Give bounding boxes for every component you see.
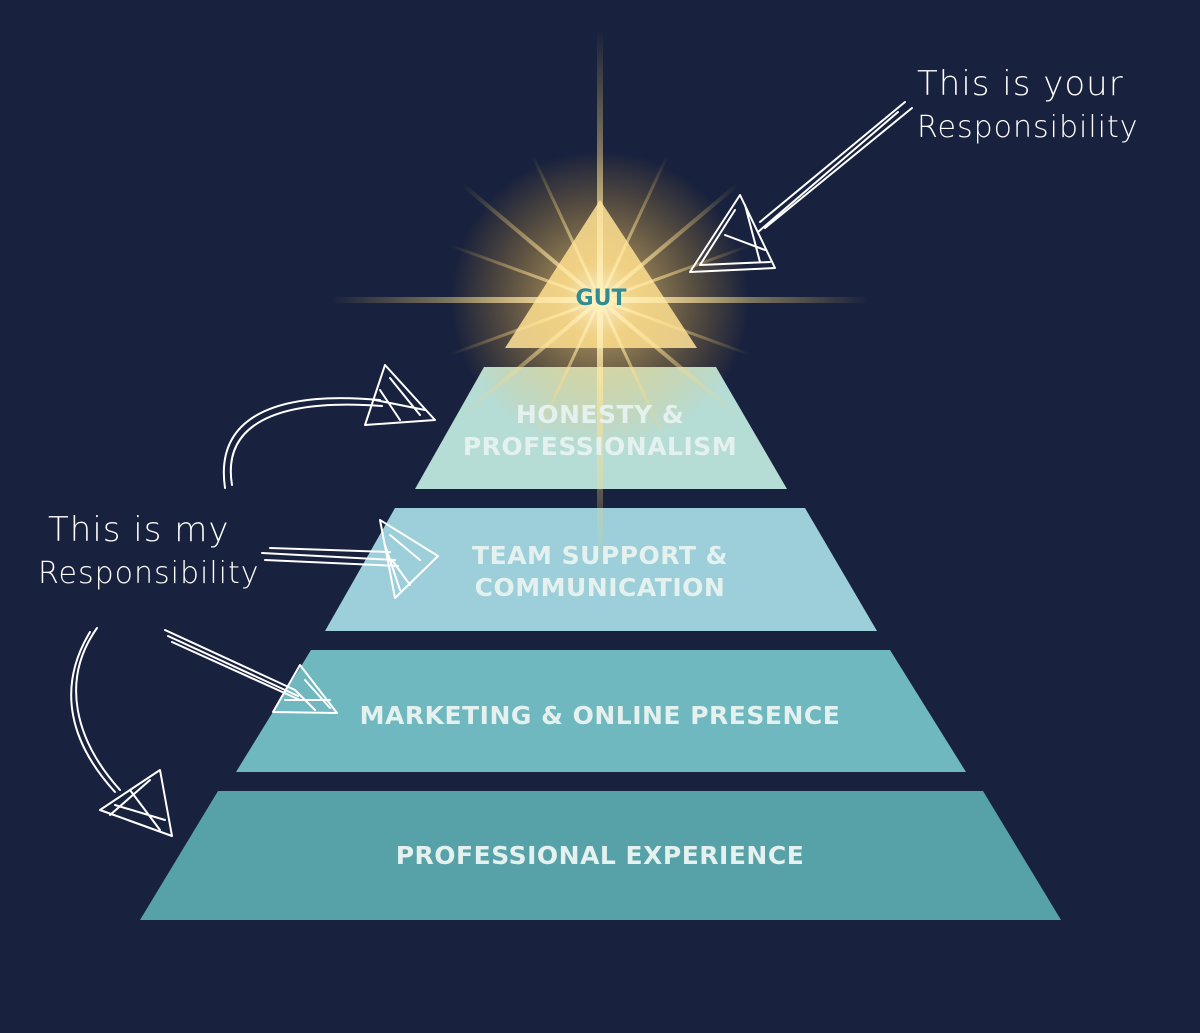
- tier-label-experience: PROFESSIONAL EXPERIENCE: [396, 841, 805, 870]
- arrow-to-experience: [70, 627, 173, 837]
- tier-marketing: [236, 650, 966, 772]
- arrow-to-gut: [689, 101, 913, 273]
- annotation-your-line2: Responsibility: [917, 110, 1139, 145]
- annotation-my-line1: This is my: [48, 510, 230, 550]
- arrow-to-team: [261, 519, 439, 599]
- annotation-your-responsibility: This is your Responsibility: [917, 62, 1139, 150]
- arrow-to-marketing: [164, 629, 338, 714]
- tier-professional-experience: [140, 791, 1061, 920]
- annotation-my-line2: Responsibility: [38, 556, 260, 591]
- annotation-my-responsibility: This is my Responsibility: [38, 508, 260, 596]
- tier-label-marketing: MARKETING & ONLINE PRESENCE: [360, 701, 841, 730]
- tier-label-honesty-line2: PROFESSIONALISM: [463, 432, 737, 461]
- tier-label-gut: GUT: [576, 286, 627, 311]
- star-glow: [330, 30, 870, 570]
- tier-label-team-line2: COMMUNICATION: [475, 573, 726, 602]
- annotation-your-line1: This is your: [917, 64, 1124, 104]
- arrow-to-honesty: [222, 364, 436, 489]
- tier-label-honesty-line1: HONESTY &: [516, 400, 684, 429]
- tier-label-team-line1: TEAM SUPPORT &: [472, 541, 728, 570]
